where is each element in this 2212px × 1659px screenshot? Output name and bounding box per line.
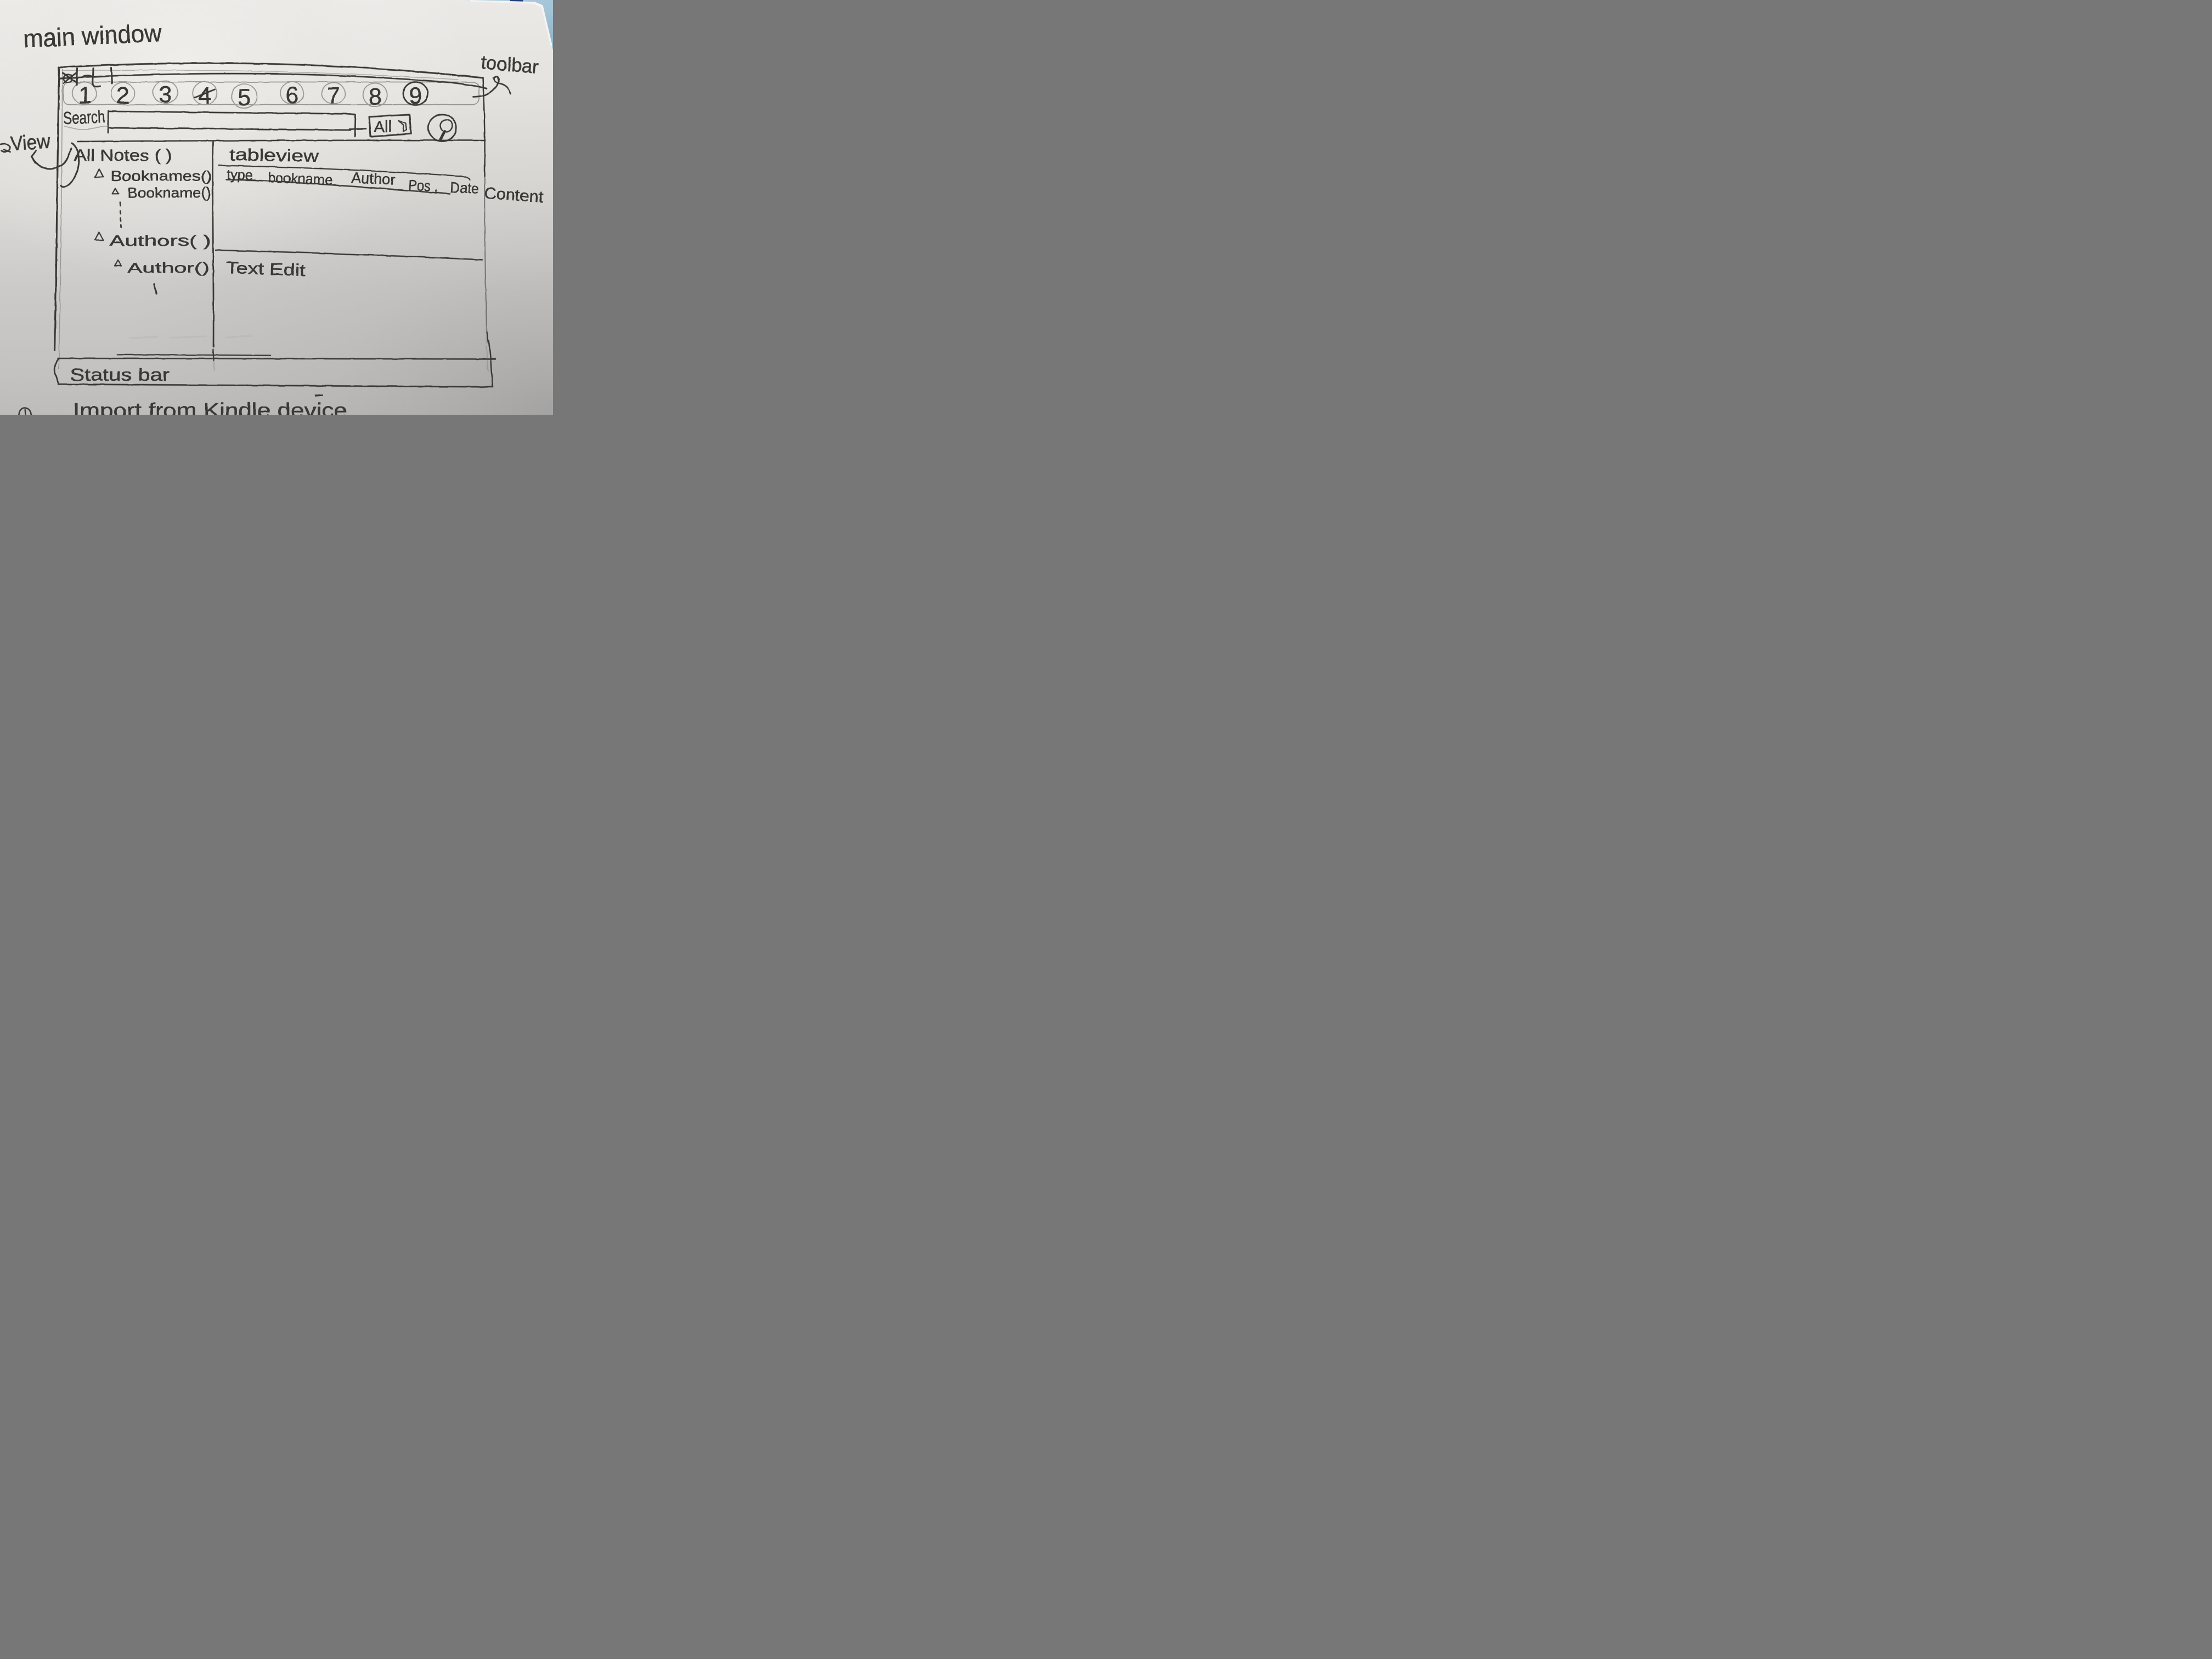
svg-text:Author: Author	[351, 170, 396, 188]
svg-text:toolbar: toolbar	[480, 52, 539, 78]
svg-text:All: All	[374, 119, 392, 136]
svg-text:Date: Date	[450, 179, 479, 198]
svg-text:Bookname(): Bookname()	[127, 184, 211, 201]
svg-text:main window: main window	[22, 19, 162, 53]
svg-text:6: 6	[286, 82, 299, 109]
svg-text:type: type	[227, 166, 253, 184]
svg-text:Text Edit: Text Edit	[225, 258, 306, 280]
svg-text:Import from Kindle device: Import from Kindle device	[73, 399, 347, 415]
svg-text:9: 9	[409, 83, 422, 109]
svg-text:8: 8	[369, 84, 382, 110]
svg-text:5: 5	[238, 84, 251, 111]
svg-text:Authors( ): Authors( )	[110, 232, 211, 249]
svg-text:2: 2	[116, 83, 129, 109]
svg-text:Author(): Author()	[127, 259, 210, 276]
svg-text:Booknames(): Booknames()	[111, 168, 212, 184]
svg-text:bookname: bookname	[268, 170, 332, 188]
svg-text:Status bar: Status bar	[70, 365, 170, 385]
svg-text:3: 3	[159, 82, 172, 108]
svg-text:Content: Content	[484, 184, 544, 206]
svg-text:1: 1	[78, 82, 92, 109]
svg-text:tableview: tableview	[229, 145, 320, 166]
svg-text:7: 7	[327, 83, 340, 109]
svg-text:All Notes ( ): All Notes ( )	[74, 146, 172, 165]
svg-text:4: 4	[198, 83, 211, 109]
svg-text:View: View	[10, 130, 51, 155]
svg-text:Pos ,: Pos ,	[408, 177, 438, 195]
svg-text:Search: Search	[63, 107, 105, 128]
